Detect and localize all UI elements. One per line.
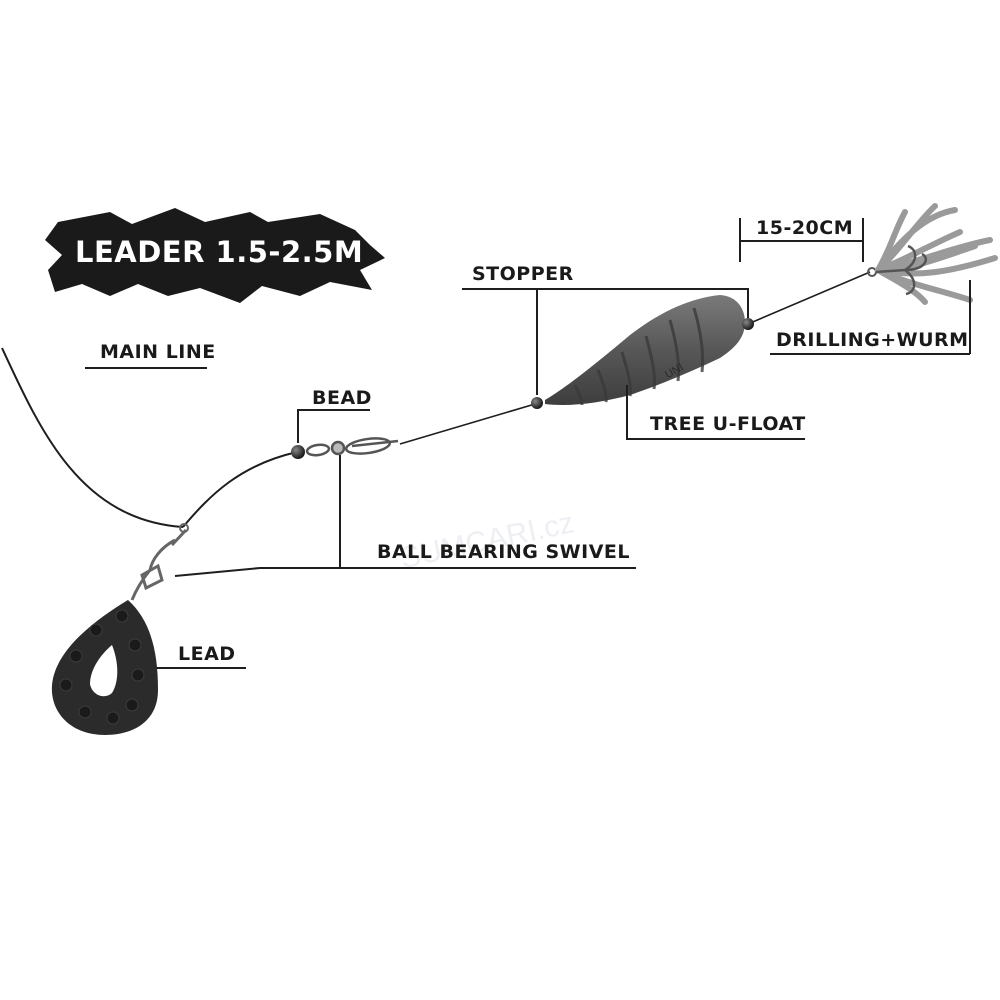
float-tip-bead <box>742 318 754 330</box>
float-underline <box>626 385 805 440</box>
bead-label: BEAD <box>312 387 372 409</box>
main-line-label: MAIN LINE <box>100 341 216 363</box>
swivel-label: BALL BEARING SWIVEL <box>377 541 630 563</box>
lead-studs <box>59 609 145 725</box>
hook-worm-underline <box>770 280 971 355</box>
hook-worm <box>867 203 998 305</box>
swivel-pointer <box>174 455 636 577</box>
distance-bracket <box>739 218 864 262</box>
bead-pointer <box>297 409 370 443</box>
leader-line <box>399 403 536 445</box>
banner-shape <box>45 208 385 303</box>
hook-worm-label: DRILLING+WURM <box>776 329 969 351</box>
lead-snap-ring <box>179 523 189 533</box>
worm-tentacles <box>875 203 998 305</box>
lead-weight <box>51 523 189 735</box>
float-body <box>545 295 745 405</box>
float-ribs <box>573 307 705 406</box>
distance-label: 15-20CM <box>756 217 853 239</box>
leader-banner: LEADER 1.5-2.5M <box>45 208 385 303</box>
stopper-label: STOPPER <box>472 263 574 285</box>
float-label: TREE U-FLOAT <box>650 413 806 435</box>
stopper-bead <box>531 397 543 409</box>
bead <box>291 445 305 459</box>
main-line <box>1 347 184 528</box>
lead-hole <box>90 645 118 697</box>
tree-u-float: UNI <box>545 295 754 406</box>
banner-text: LEADER 1.5-2.5M <box>75 235 363 269</box>
lead-snap <box>130 528 188 601</box>
stopper-pointer <box>462 288 749 395</box>
line-to-bead <box>182 451 298 528</box>
lead-label: LEAD <box>178 643 236 665</box>
treble-hook <box>875 244 927 296</box>
label-lines <box>85 218 971 669</box>
hook-line <box>747 271 871 325</box>
ball-bearing-swivel <box>305 437 399 457</box>
